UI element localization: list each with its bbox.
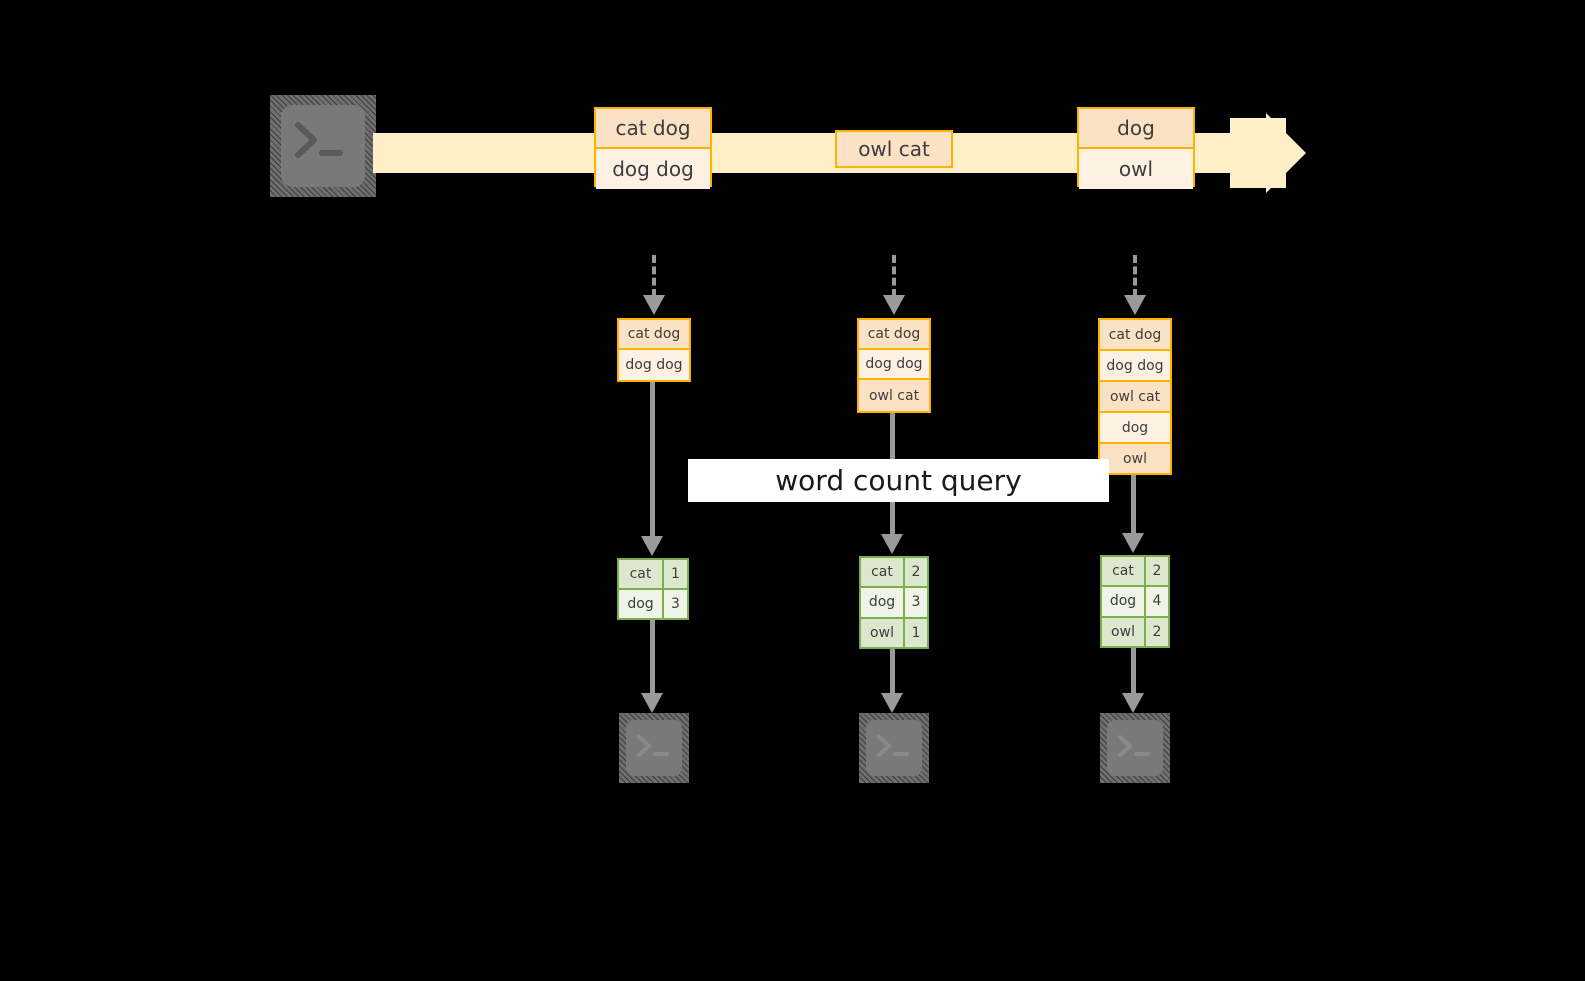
snapshot-trigger-arrowhead-2 [883,295,905,315]
result-word-cell: cat [861,558,905,587]
accumulated-record-line: owl [1100,444,1170,473]
stream-event-line: owl cat [837,132,951,166]
query-arrow-head-2 [881,534,903,554]
query-arrow-head-1 [641,536,663,556]
stream-event-line: dog [1079,109,1193,149]
accumulated-record-line: owl cat [859,380,929,411]
result-word-cell: dog [861,588,905,617]
result-word-cell: owl [861,618,905,647]
accumulated-records-1[interactable]: cat dog dog dog [617,318,691,382]
result-row: dog 3 [619,590,687,618]
accumulated-record-line: dog dog [619,350,689,380]
snapshot-trigger-arrow-1 [652,255,656,297]
sink-terminal-icon-1 [619,713,689,783]
stream-event-line: dog dog [596,149,710,189]
snapshot-trigger-arrow-2 [892,255,896,297]
result-row: cat 1 [619,560,687,590]
sink-arrow-shaft-2 [890,649,895,695]
result-word-cell: owl [1102,617,1146,646]
result-count-cell: 3 [905,588,927,617]
snapshot-trigger-arrowhead-1 [643,295,665,315]
result-word-cell: dog [1102,587,1146,616]
accumulated-record-line: cat dog [619,320,689,350]
terminal-prompt-glyph [877,735,909,757]
result-count-cell: 4 [1146,587,1168,616]
stream-event-batch-1[interactable]: cat dog dog dog [594,107,712,189]
accumulated-record-line: dog dog [859,350,929,380]
query-arrow-shaft-1 [650,382,655,538]
snapshot-trigger-arrow-3 [1133,255,1137,297]
accumulated-records-2[interactable]: cat dog dog dog owl cat [857,318,931,413]
result-row: cat 2 [861,558,927,589]
terminal-chip [866,720,922,776]
result-row: cat 2 [1102,557,1168,588]
result-count-cell: 2 [1146,617,1168,646]
result-row: dog 4 [1102,587,1168,618]
terminal-prompt-glyph [295,122,343,158]
event-stream-arrowhead [1266,113,1306,193]
result-count-cell: 2 [905,558,927,587]
terminal-chip [626,720,682,776]
accumulated-records-3[interactable]: cat dog dog dog owl cat dog owl [1098,318,1172,475]
sink-arrow-shaft-1 [650,620,655,695]
terminal-prompt-glyph [637,735,669,757]
terminal-chip [280,105,366,187]
accumulated-record-line: owl cat [1100,382,1170,413]
accumulated-record-line: dog [1100,413,1170,444]
sink-arrow-head-3 [1122,693,1144,713]
sink-terminal-icon-2 [859,713,929,783]
result-count-cell: 3 [664,590,687,618]
accumulated-record-line: cat dog [1100,320,1170,351]
sink-arrow-head-2 [881,693,903,713]
snapshot-trigger-arrowhead-3 [1124,295,1146,315]
query-label: word count query [688,459,1109,502]
query-arrow-head-3 [1122,533,1144,553]
accumulated-record-line: dog dog [1100,351,1170,382]
result-count-cell: 1 [664,560,687,588]
stream-event-line: owl [1079,149,1193,189]
accumulated-record-line: cat dog [859,320,929,350]
result-row: owl 1 [861,618,927,647]
source-terminal-icon [270,95,376,197]
sink-arrow-shaft-3 [1131,648,1136,695]
query-arrow-shaft-3 [1131,475,1136,535]
sink-terminal-icon-3 [1100,713,1170,783]
result-row: owl 2 [1102,617,1168,646]
result-row: dog 3 [861,588,927,619]
stream-event-batch-3[interactable]: dog owl [1077,107,1195,189]
result-table-3[interactable]: cat 2 dog 4 owl 2 [1100,555,1170,648]
terminal-prompt-glyph [1118,735,1150,757]
result-table-2[interactable]: cat 2 dog 3 owl 1 [859,556,929,649]
result-word-cell: dog [619,590,664,618]
result-count-cell: 2 [1146,557,1168,586]
stream-event-line: cat dog [596,109,710,149]
terminal-chip [1107,720,1163,776]
result-count-cell: 1 [905,618,927,647]
result-table-1[interactable]: cat 1 dog 3 [617,558,689,620]
result-word-cell: cat [619,560,664,588]
sink-arrow-head-1 [641,693,663,713]
stream-event-batch-2[interactable]: owl cat [835,130,953,168]
result-word-cell: cat [1102,557,1146,586]
